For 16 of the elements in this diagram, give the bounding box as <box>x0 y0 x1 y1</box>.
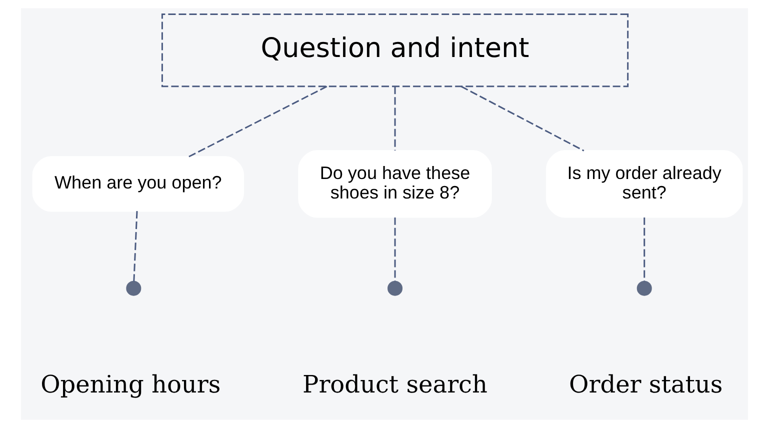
node-box: When are you open? <box>32 156 244 212</box>
node-label: Product search <box>302 370 487 398</box>
connector <box>394 86 396 150</box>
connector <box>188 86 327 158</box>
node-label: Order status <box>568 370 722 398</box>
connector <box>460 86 584 152</box>
node-box: Is my order already sent? <box>545 150 742 218</box>
node-circle <box>387 280 402 296</box>
connector <box>132 211 138 282</box>
connector <box>394 218 396 281</box>
node-label: Opening hours <box>40 370 220 398</box>
node-box: Question and intent <box>160 13 628 88</box>
node-circle <box>126 280 141 296</box>
node-box: Do you have these shoes in size 8? <box>298 150 492 218</box>
node-circle <box>636 280 652 296</box>
connector <box>643 218 645 281</box>
